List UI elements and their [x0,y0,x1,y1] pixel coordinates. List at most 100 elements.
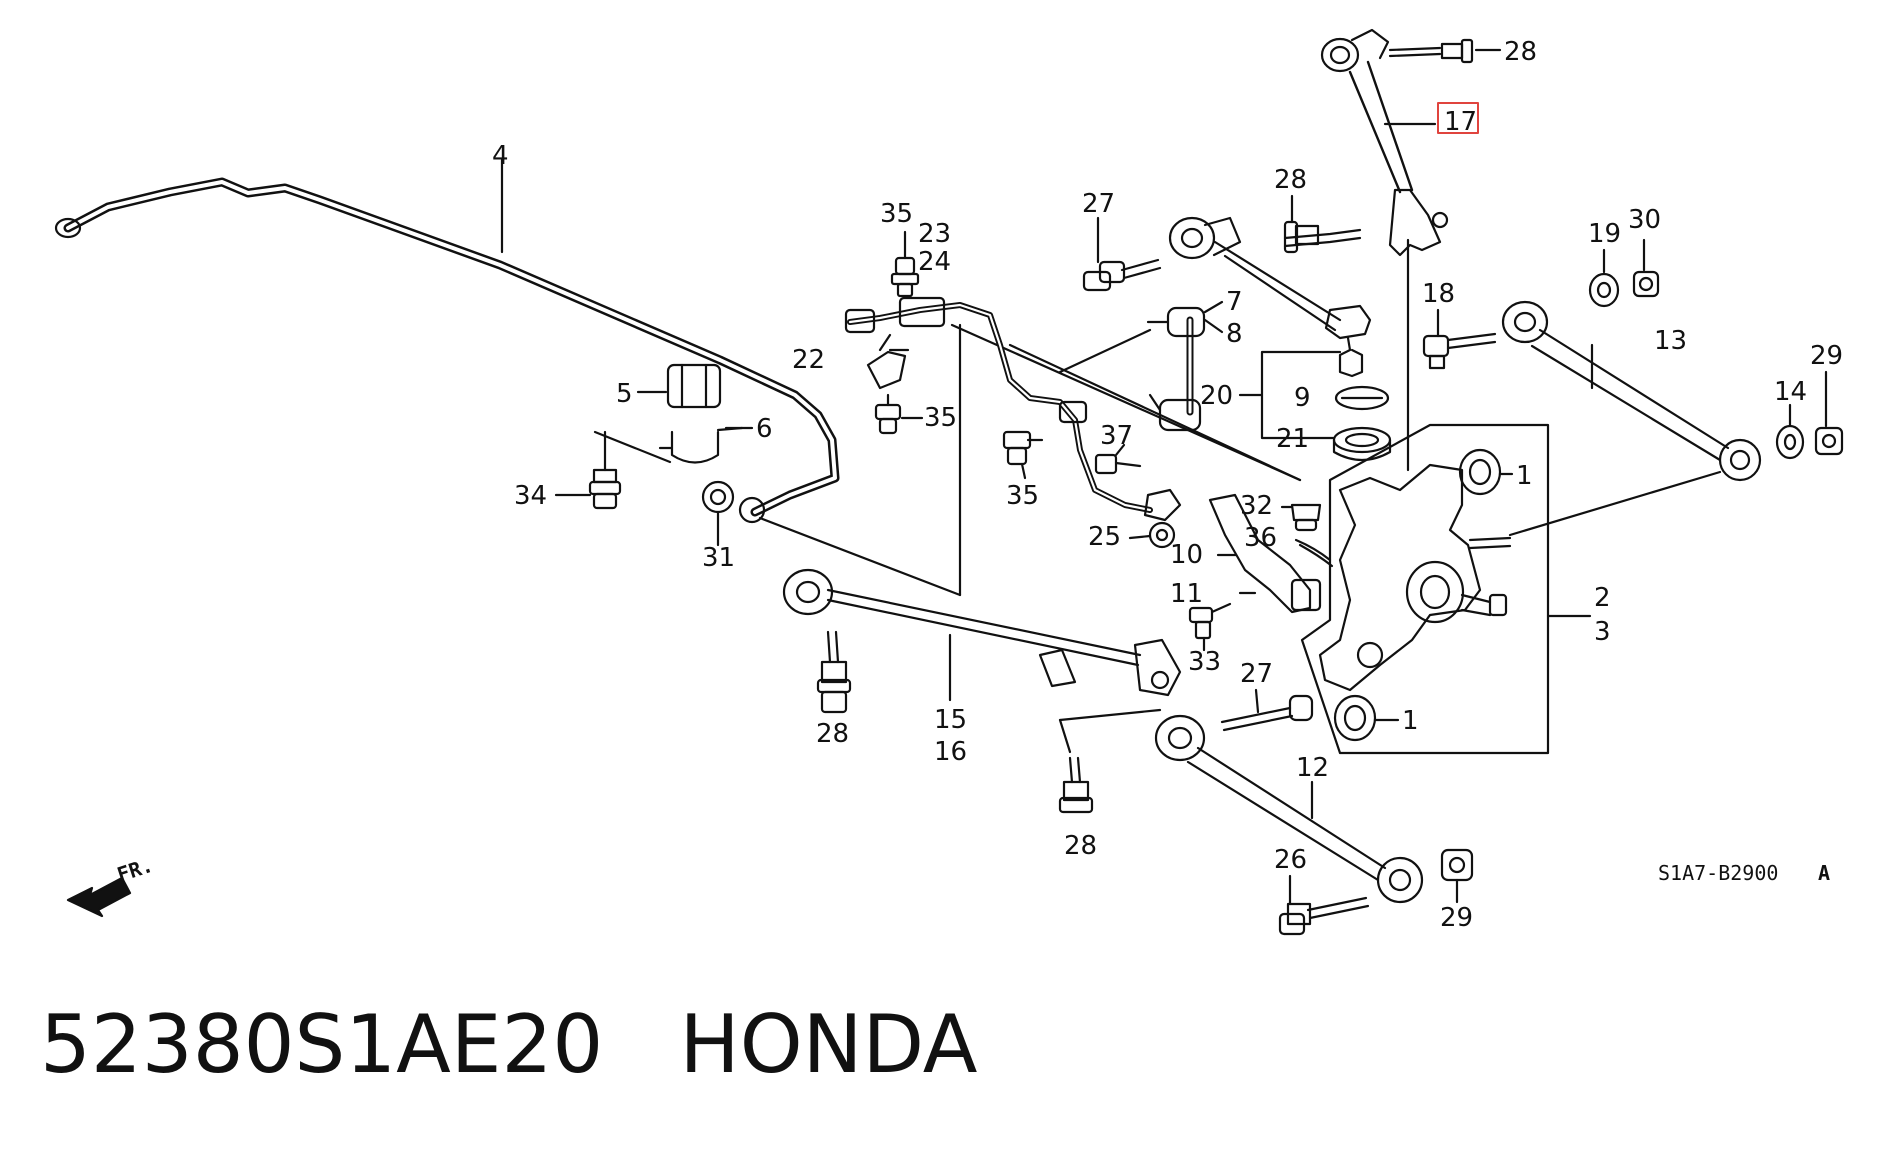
bolt-37[interactable] [1094,443,1142,475]
stabilizer-bushing[interactable] [666,363,722,409]
callout-29-lower[interactable]: 29 [1440,903,1473,933]
bolt-28-upper[interactable] [1283,194,1362,254]
callout-28-left[interactable]: 28 [816,719,849,749]
diagram-code: S1A7-B2900 [1658,861,1778,885]
upper-control-arm[interactable] [1168,216,1372,378]
nut-29-lower[interactable] [1440,848,1474,904]
stabilizer-bar[interactable] [63,177,840,517]
callout-4[interactable]: 4 [492,141,509,171]
callout-34[interactable]: 34 [514,481,547,511]
caption-gap [603,998,679,1091]
ball-joint-stud [1338,336,1364,378]
bolt-35-low[interactable] [1002,430,1044,480]
callout-18[interactable]: 18 [1422,279,1455,309]
callout-35-mid[interactable]: 35 [924,403,957,433]
bolt-27-upper[interactable] [1082,216,1162,292]
callout-14[interactable]: 14 [1774,377,1807,407]
part-number: 52380S1AE20 [40,998,604,1091]
front-marker: FR. [114,853,156,887]
highlight-box-17 [1437,102,1479,134]
callout-5[interactable]: 5 [616,379,633,409]
washer-19[interactable] [1588,248,1620,308]
callout-35-low[interactable]: 35 [1006,481,1039,511]
callout-29-right[interactable]: 29 [1810,341,1843,371]
callout-11[interactable]: 11 [1170,579,1203,609]
bushing-bracket[interactable] [658,426,744,464]
lower-arm-12[interactable] [1154,714,1424,904]
callout-19[interactable]: 19 [1588,219,1621,249]
callout-37[interactable]: 37 [1100,421,1133,451]
part-number-caption: 52380S1AE20 HONDA [40,1005,977,1085]
callout-28-upper[interactable]: 28 [1274,165,1307,195]
self-locking-nut-32[interactable] [1280,503,1322,532]
stabilizer-link[interactable] [1146,300,1224,432]
callout-8[interactable]: 8 [1226,319,1243,349]
callout-7[interactable]: 7 [1226,287,1243,317]
callout-22[interactable]: 22 [792,345,825,375]
callout-10[interactable]: 10 [1170,540,1203,570]
diagram-code-suffix: A [1818,861,1830,885]
bolt-26[interactable] [1278,874,1370,936]
nut-25[interactable] [1128,521,1176,549]
callout-30[interactable]: 30 [1628,205,1661,235]
callout-1-upper[interactable]: 1 [1516,461,1533,491]
bolt-28-top[interactable] [1388,38,1502,64]
washer-14[interactable] [1775,403,1805,460]
callout-13[interactable]: 13 [1654,326,1687,356]
flange-bolt-34[interactable] [554,430,672,510]
bolt-18[interactable] [1422,308,1497,370]
callout-12[interactable]: 12 [1296,753,1329,783]
callout-24[interactable]: 24 [918,247,951,277]
bolt-35-top[interactable] [890,230,920,298]
callout-21[interactable]: 21 [1276,424,1309,454]
callout-2[interactable]: 2 [1594,583,1611,613]
knuckle-bracket[interactable] [1208,493,1312,614]
callout-28-top[interactable]: 28 [1504,37,1537,67]
boot-21[interactable] [1332,426,1392,462]
sensor-harness[interactable] [847,302,1153,513]
callout-35-top[interactable]: 35 [880,199,913,229]
lower-arm-15[interactable] [782,568,1182,697]
callout-26[interactable]: 26 [1274,845,1307,875]
bushing-1-upper[interactable] [1458,448,1514,496]
callout-27-upper[interactable]: 27 [1082,189,1115,219]
callout-16[interactable]: 16 [934,737,967,767]
nut-29-right[interactable] [1814,370,1844,456]
callout-1-lower[interactable]: 1 [1402,706,1419,736]
stabilizer-bar-end-right [738,496,766,524]
dust-seal-9[interactable] [1334,385,1390,411]
sensor-connector[interactable] [1143,488,1182,522]
flange-bolt-33[interactable] [1188,602,1232,652]
callout-15[interactable]: 15 [934,705,967,735]
callout-23[interactable]: 23 [918,219,951,249]
cotter-pin-36[interactable] [1294,538,1334,568]
callout-27-lower[interactable]: 27 [1240,659,1273,689]
bushing-1-lower[interactable] [1333,694,1400,742]
callout-25[interactable]: 25 [1088,522,1121,552]
compensator-arm-bracket[interactable] [1388,188,1442,257]
front-arrow-icon [66,876,132,918]
bolt-28-lower[interactable] [1058,708,1162,814]
compensator-arm[interactable] [1320,28,1449,257]
flange-nut-31[interactable] [701,480,735,547]
callout-32[interactable]: 32 [1240,491,1273,521]
nut-30[interactable] [1632,238,1660,298]
callout-28-lower[interactable]: 28 [1064,831,1097,861]
bolt-35-mid[interactable] [874,393,924,435]
trailing-arm-13[interactable] [1501,300,1762,482]
callout-9[interactable]: 9 [1294,383,1311,413]
lower-arm-bracket [1038,648,1077,688]
knuckle[interactable] [1318,463,1512,692]
callout-36[interactable]: 36 [1244,523,1277,553]
bolt-28-left[interactable] [816,630,852,714]
callout-33[interactable]: 33 [1188,647,1221,677]
brand-name: HONDA [679,998,978,1091]
callout-17[interactable]: 17 [1444,107,1477,137]
callout-3[interactable]: 3 [1594,617,1611,647]
callout-6[interactable]: 6 [756,414,773,444]
callout-31[interactable]: 31 [702,543,735,573]
stabilizer-bar-end-left [54,217,82,239]
bolt-27-lower[interactable] [1220,688,1314,732]
callout-20[interactable]: 20 [1200,381,1233,411]
